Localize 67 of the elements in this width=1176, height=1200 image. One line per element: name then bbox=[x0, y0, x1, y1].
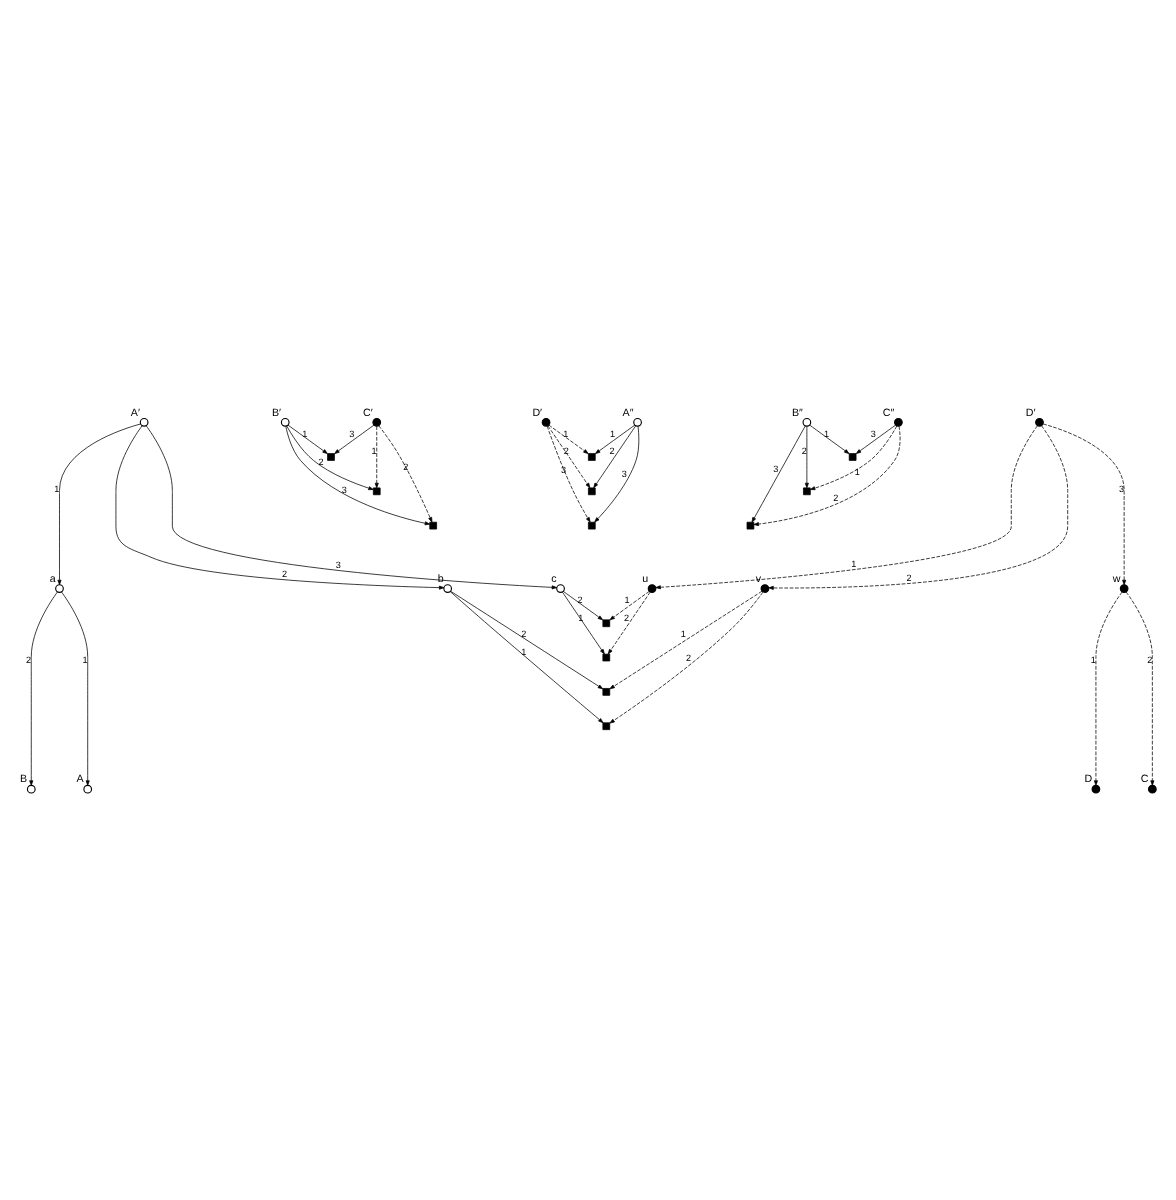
node-box bbox=[588, 521, 596, 530]
arrow bbox=[378, 425, 433, 523]
node-circle bbox=[1091, 784, 1101, 794]
node-circle bbox=[556, 584, 565, 593]
arrow bbox=[286, 425, 374, 491]
arrow bbox=[562, 591, 605, 655]
node-box bbox=[602, 619, 611, 628]
arrow bbox=[809, 424, 850, 454]
node-box bbox=[803, 487, 811, 496]
node-circle bbox=[760, 584, 770, 593]
arrow bbox=[655, 425, 1038, 590]
arrow bbox=[61, 591, 90, 786]
arrow bbox=[547, 425, 591, 489]
node-box bbox=[588, 487, 596, 496]
arrow bbox=[285, 425, 431, 526]
arrow bbox=[29, 591, 58, 786]
arrow bbox=[609, 590, 650, 621]
arrow bbox=[562, 590, 604, 621]
node-box bbox=[602, 688, 611, 696]
arrow bbox=[546, 425, 591, 523]
arrow bbox=[145, 425, 558, 590]
node-box bbox=[588, 453, 596, 461]
arrow bbox=[57, 423, 141, 586]
node-box bbox=[602, 653, 611, 662]
arrow bbox=[449, 591, 604, 724]
arrow bbox=[595, 424, 636, 454]
arrow bbox=[768, 425, 1069, 590]
arrow bbox=[374, 425, 379, 489]
node-box bbox=[848, 453, 857, 461]
arrow bbox=[115, 425, 445, 590]
arrow bbox=[607, 591, 651, 655]
arrow bbox=[609, 590, 763, 690]
arrow bbox=[855, 424, 897, 454]
arrow bbox=[594, 425, 640, 523]
arrow bbox=[287, 424, 328, 454]
arrow bbox=[450, 590, 604, 690]
node-circle bbox=[280, 417, 290, 427]
arrow bbox=[1093, 591, 1123, 786]
arrow bbox=[593, 425, 636, 489]
node-circle bbox=[647, 584, 657, 593]
node-box bbox=[372, 487, 381, 496]
node-circle bbox=[443, 584, 453, 593]
arrow bbox=[751, 425, 806, 523]
arrow bbox=[804, 425, 809, 489]
node-circle bbox=[26, 784, 36, 794]
node-circle bbox=[139, 417, 149, 427]
node-circle bbox=[83, 784, 93, 794]
node-box bbox=[327, 453, 335, 461]
node-circle bbox=[1147, 784, 1157, 794]
arrow bbox=[810, 425, 898, 491]
node-circle bbox=[372, 417, 382, 427]
arrow bbox=[609, 591, 764, 724]
node-box bbox=[429, 521, 437, 530]
node-circle bbox=[1035, 417, 1044, 427]
arrow bbox=[548, 424, 589, 454]
node-circle bbox=[1119, 584, 1129, 593]
node-circle bbox=[541, 417, 551, 427]
node-circle bbox=[633, 417, 642, 427]
arrow bbox=[753, 425, 901, 527]
node-box bbox=[602, 722, 611, 731]
node-circle bbox=[802, 417, 812, 427]
node-circle bbox=[55, 584, 64, 593]
node-box bbox=[746, 521, 755, 530]
arrow bbox=[1125, 591, 1155, 786]
arrow bbox=[334, 424, 375, 454]
node-circle bbox=[894, 417, 903, 427]
arrow bbox=[1042, 423, 1127, 586]
